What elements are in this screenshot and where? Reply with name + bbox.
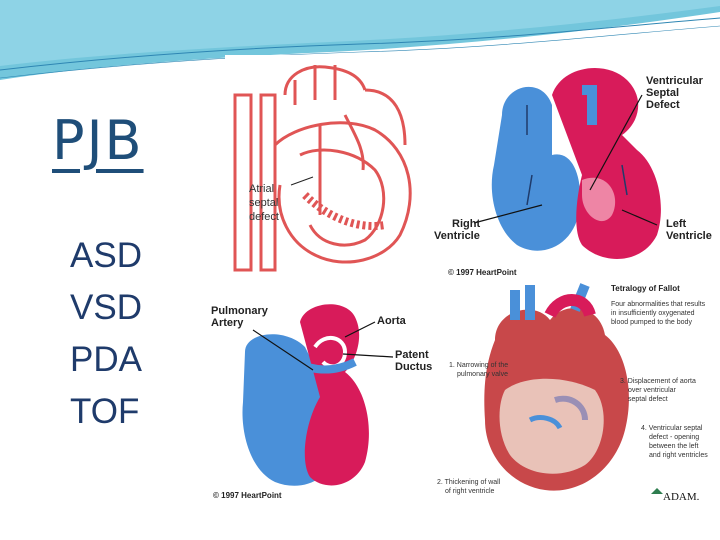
tof-brand: ADAM.: [663, 491, 700, 503]
tof-note3-line-1: 3. Displacement of aorta: [620, 378, 696, 385]
tof-title: Tetralogy of Fallot: [611, 284, 680, 293]
topic-item-asd: ASD: [70, 230, 142, 282]
tof-note1-line-2: pulmonary valve: [457, 371, 508, 378]
pda-copyright: © 1997 HeartPoint: [213, 491, 282, 500]
tof-desc-line-3: blood pumped to the body: [611, 319, 692, 326]
vsd-diagram: Ventricular Septal Defect Right Ventricl…: [432, 55, 720, 280]
topic-list: ASD VSD PDA TOF: [70, 230, 142, 438]
tof-note2-line-1: 2. Thickening of wall: [437, 479, 501, 486]
tof-note4-line-2: defect - opening: [649, 434, 699, 441]
vsd-title-line-1: Ventricular: [646, 75, 704, 87]
pda-ductus-line-1: Patent: [395, 349, 429, 361]
asd-label-line-2: septal: [249, 197, 278, 209]
tof-note1-line-1: 1. Narrowing of the: [449, 362, 508, 369]
pda-pulmonary-line-2: Artery: [211, 317, 244, 329]
asd-label-line-1: Atrial: [249, 183, 274, 195]
asd-diagram: Atrial septal defect: [225, 55, 435, 275]
asd-label-line-3: defect: [249, 211, 279, 223]
pda-ductus-line-2: Ductus: [395, 361, 432, 373]
vsd-left-ventricle-line-2: Ventricle: [666, 230, 712, 242]
topic-item-vsd: VSD: [70, 282, 142, 334]
tof-desc-line-2: in insufficiently oxygenated: [611, 310, 695, 317]
vsd-copyright: © 1997 HeartPoint: [448, 268, 517, 277]
tof-note4-line-3: between the left: [649, 443, 698, 450]
vsd-right-ventricle-line-1: Right: [452, 218, 480, 230]
slide-title: PJB: [52, 108, 144, 174]
vsd-title-line-2: Septal: [646, 87, 679, 99]
tof-diagram: Tetralogy of Fallot Four abnormalities t…: [435, 280, 720, 508]
pda-diagram: Pulmonary Artery Aorta Patent Ductus © 1…: [205, 292, 435, 504]
tof-note4-line-4: and right ventricles: [649, 452, 708, 459]
tof-note4-line-1: 4. Ventricular septal: [641, 425, 703, 432]
tof-note3-line-2: over ventricular: [628, 387, 677, 394]
tof-note3-line-3: septal defect: [628, 396, 668, 403]
vsd-right-ventricle-line-2: Ventricle: [434, 230, 480, 242]
pda-pulmonary-line-1: Pulmonary: [211, 305, 269, 317]
tof-desc-line-1: Four abnormalities that results: [611, 301, 706, 308]
tof-note2-line-2: of right ventricle: [445, 488, 495, 495]
vsd-title-line-3: Defect: [646, 99, 680, 111]
pda-aorta-label: Aorta: [377, 315, 407, 327]
topic-item-tof: TOF: [70, 386, 142, 438]
topic-item-pda: PDA: [70, 334, 142, 386]
vsd-left-ventricle-line-1: Left: [666, 218, 687, 230]
